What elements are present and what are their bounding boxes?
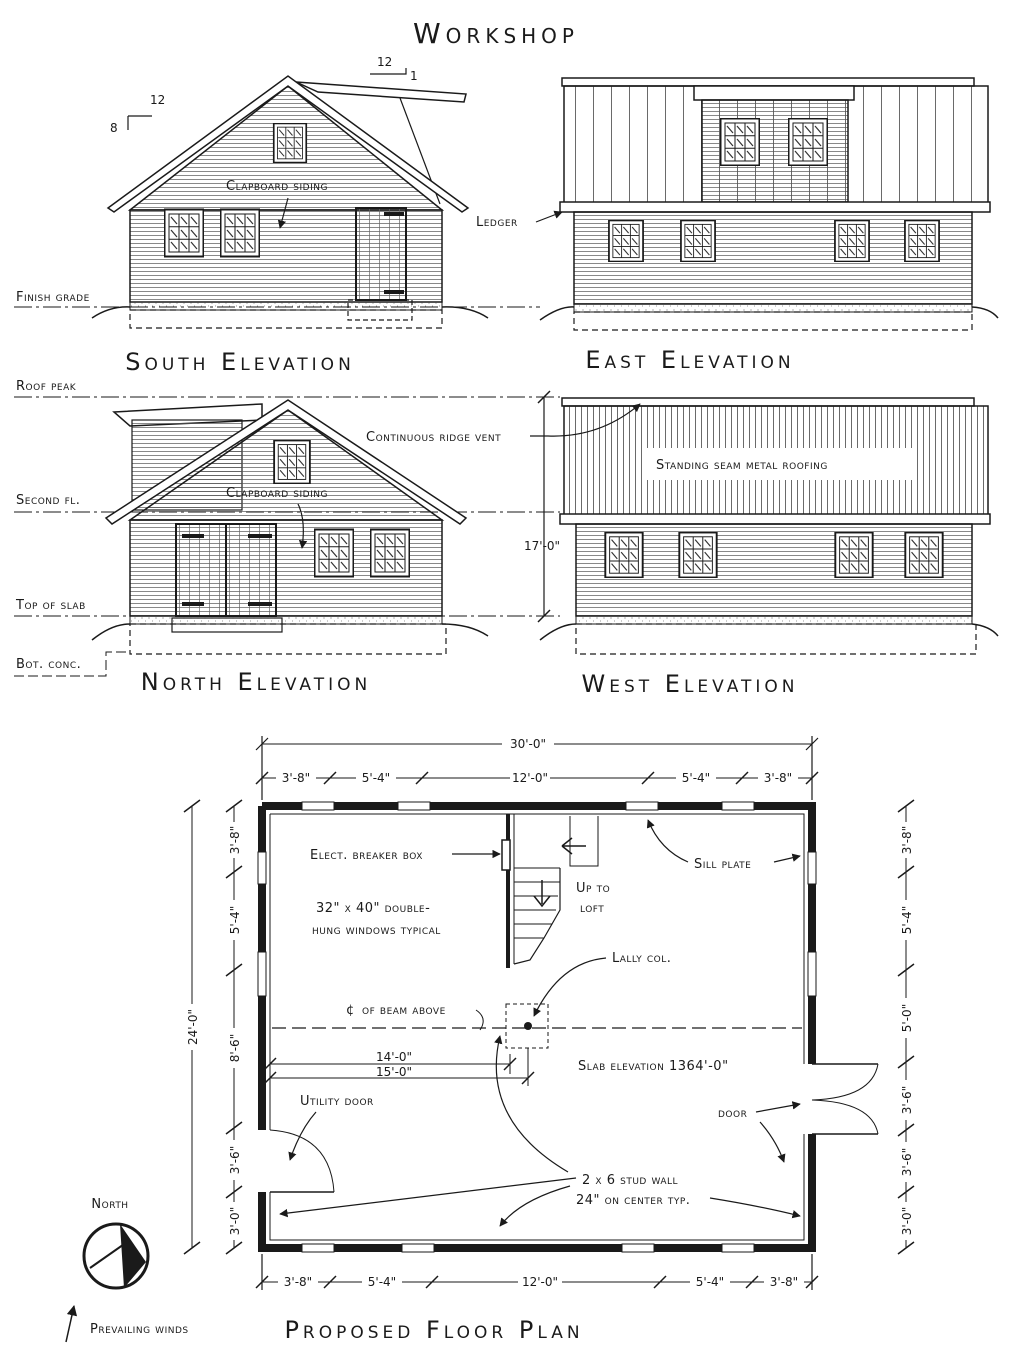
left-dim-1: 3'-8" (228, 826, 242, 854)
south-pitch-rise: 8 (110, 121, 118, 135)
top-dim-1: 3'-8" (282, 771, 310, 785)
roof-peak-label: Roof peak (16, 379, 77, 394)
right-dim-2: 5'-4" (900, 906, 914, 934)
utility-door-note: Utility door (300, 1094, 374, 1109)
top-dim-4: 5'-4" (682, 771, 710, 785)
bottom-dim-4: 5'-4" (696, 1275, 724, 1289)
right-dim-6: 3'-0" (900, 1207, 914, 1235)
left-dim-3: 8'-6" (228, 1034, 242, 1062)
breaker-note: Elect. breaker box (310, 848, 423, 863)
up-to-loft-1: Up to (576, 881, 610, 896)
right-dim-5: 3'-6" (900, 1148, 914, 1176)
stud-wall-note-2: 24" on center typ. (576, 1193, 690, 1208)
top-dim-3: 12'-0" (512, 771, 548, 785)
sheet-title: Workshop (413, 17, 579, 50)
windows-note-1: 32" x 40" double- (316, 901, 430, 916)
north-elevation: Clapboard siding North Elevation (91, 399, 489, 696)
overall-width-dim: 30'-0" (510, 737, 546, 751)
north-clapboard-note: Clapboard siding (226, 486, 328, 501)
bottom-dim-5: 3'-8" (770, 1275, 798, 1289)
metal-roofing-note: Standing seam metal roofing (656, 458, 828, 473)
bottom-dim-1: 3'-8" (284, 1275, 312, 1289)
door-note: door (718, 1106, 747, 1121)
bot-conc-label: Bot. conc. (16, 657, 81, 672)
right-dim-4: 3'-6" (900, 1086, 914, 1114)
east-elevation: Ledger East Elevation (476, 77, 999, 374)
left-dim-5: 3'-0" (228, 1207, 242, 1235)
north-arrow: North (82, 1197, 150, 1290)
centerline-symbol: ¢ (346, 1003, 355, 1018)
north-label: North (91, 1197, 128, 1212)
south-clapboard-note: Clapboard siding (226, 179, 328, 194)
east-elevation-title: East Elevation (585, 346, 794, 374)
shed-pitch-run: 12 (377, 55, 392, 69)
height-dimension: 17'-0" (524, 539, 560, 553)
west-elevation: Standing seam metal roofing Continuous r… (366, 397, 999, 698)
overall-depth-dim: 24'-0" (186, 1009, 200, 1045)
finish-grade-label: Finish grade (16, 290, 90, 305)
stud-wall-note-1: 2 x 6 stud wall (582, 1173, 678, 1188)
prevailing-winds-label: Prevailing winds (90, 1322, 189, 1337)
top-dim-2: 5'-4" (362, 771, 390, 785)
right-dim-3: 5'-0" (900, 1004, 914, 1032)
south-pitch-run: 12 (150, 93, 165, 107)
south-elevation: 12 8 12 1 Clapboard siding South Elevati… (91, 55, 489, 376)
beam-dim-14: 14'-0" (376, 1050, 412, 1064)
slab-elevation-note: Slab elevation 1364'-0" (578, 1059, 729, 1074)
beam-above-note: of beam above (362, 1003, 446, 1018)
right-dim-1: 3'-8" (900, 826, 914, 854)
floor-plan-title: Proposed Floor Plan (284, 1316, 583, 1344)
second-fl-label: Second fl. (16, 493, 80, 508)
west-elevation-title: West Elevation (582, 670, 799, 698)
up-to-loft-2: loft (580, 901, 604, 916)
bottom-dim-3: 12'-0" (522, 1275, 558, 1289)
lally-col-note: Lally col. (612, 951, 671, 966)
beam-dim-15: 15'-0" (376, 1065, 412, 1079)
left-dim-2: 5'-4" (228, 906, 242, 934)
left-dim-4: 3'-6" (228, 1146, 242, 1174)
ridge-vent-note: Continuous ridge vent (366, 430, 501, 445)
prevailing-winds: Prevailing winds (65, 1304, 189, 1343)
north-elevation-title: North Elevation (141, 668, 371, 696)
top-of-slab-label: Top of slab (15, 598, 86, 613)
top-dim-5: 3'-8" (764, 771, 792, 785)
sill-plate-note: Sill plate (694, 857, 751, 872)
floor-plan: 14'-0" 15'-0" 30'-0" 3'-8" 5'-4" 12'-0" … (182, 736, 916, 1344)
south-elevation-title: South Elevation (125, 348, 355, 376)
bottom-dim-2: 5'-4" (368, 1275, 396, 1289)
shed-pitch-rise: 1 (410, 69, 418, 83)
windows-note-2: hung windows typical (312, 923, 441, 938)
ledger-note: Ledger (476, 215, 518, 230)
